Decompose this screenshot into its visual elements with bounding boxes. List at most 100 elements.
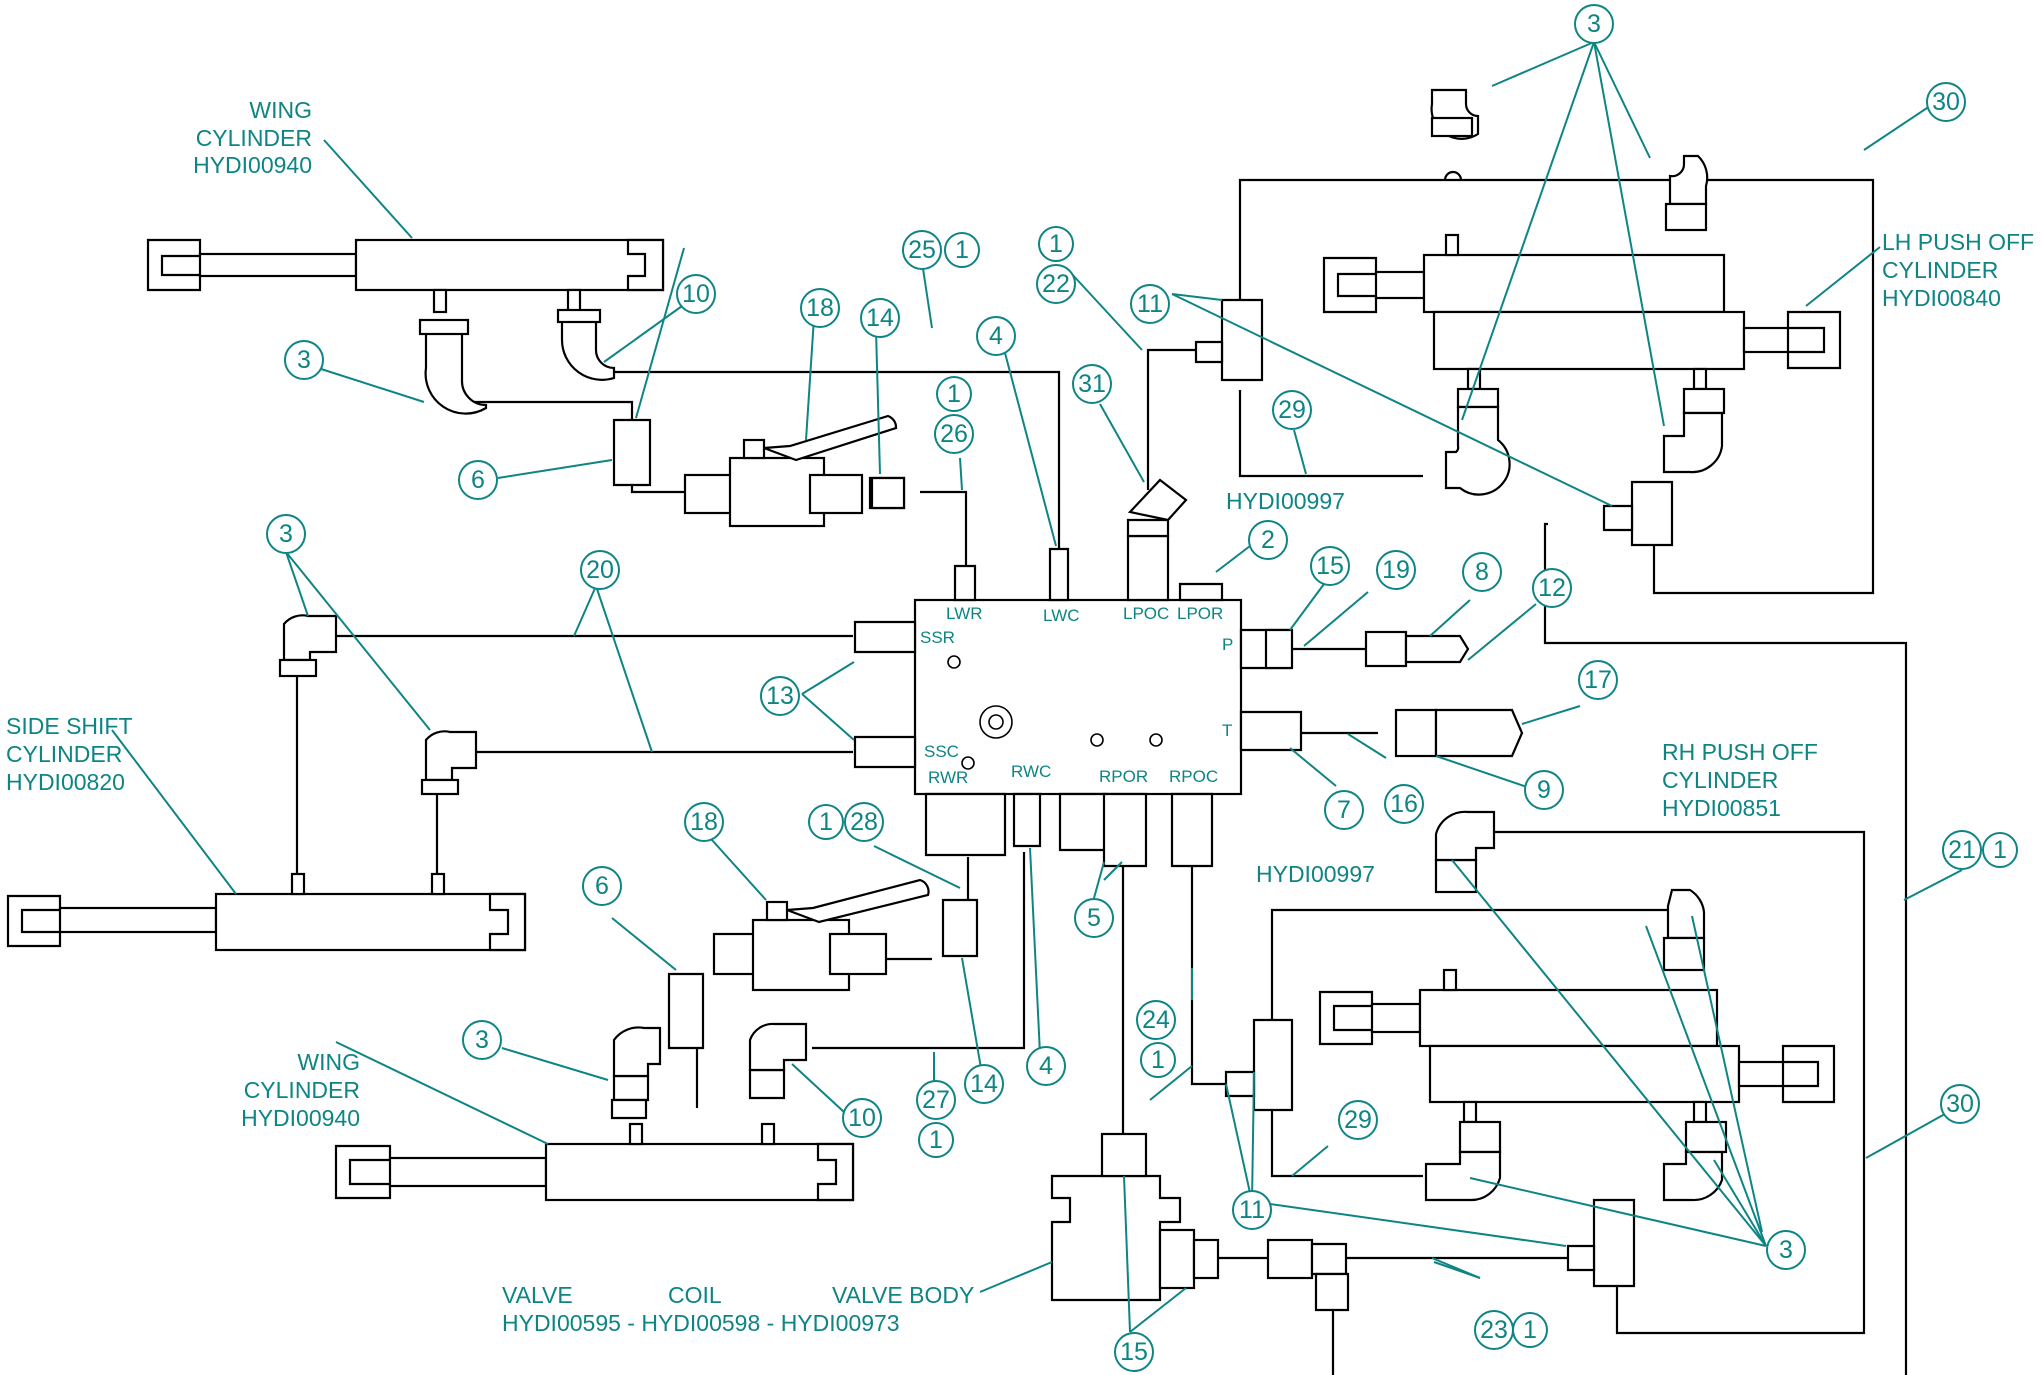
svg-text:19: 19 [1382, 556, 1410, 584]
wing-cylinder-top [146, 238, 665, 314]
balloon: 8 [1462, 552, 1502, 592]
balloon: 5 [1074, 898, 1114, 938]
balloon: 10 [676, 274, 716, 314]
svg-text:12: 12 [1538, 574, 1566, 602]
svg-text:3: 3 [297, 346, 311, 374]
balloon: 18 [800, 288, 840, 328]
label-side-shift-3: HYDI00820 [6, 769, 125, 795]
balloon: 3 [462, 1020, 502, 1060]
label-rh-push-3: HYDI00851 [1662, 795, 1781, 821]
svg-text:22: 22 [1042, 270, 1070, 298]
balloon: 6 [582, 866, 622, 906]
port-rwc: RWC [1011, 762, 1051, 781]
hose-lines [295, 170, 1908, 1375]
label-wing-bot-2: CYLINDER [244, 1077, 360, 1103]
svg-text:31: 31 [1078, 370, 1106, 398]
balloon: 19 [1376, 550, 1416, 590]
balloon: 12 [1532, 568, 1572, 608]
balloon: 1 [1982, 832, 2018, 868]
svg-text:8: 8 [1475, 558, 1489, 586]
balloon: 30 [1940, 1084, 1980, 1124]
svg-text:1: 1 [1523, 1316, 1537, 1344]
balloon: 11 [1232, 1190, 1272, 1230]
port-rpor: RPOR [1099, 767, 1148, 786]
svg-text:24: 24 [1142, 1006, 1170, 1034]
balloon: 20 [580, 550, 620, 590]
svg-text:20: 20 [586, 556, 614, 584]
balloon: 1 [1140, 1042, 1176, 1078]
label-wing-top-2: CYLINDER [196, 125, 312, 151]
balloon: 4 [976, 316, 1016, 356]
balloon: 17 [1578, 660, 1618, 700]
manifold-block [853, 534, 1303, 868]
balloon: 30 [1926, 82, 1966, 122]
svg-text:7: 7 [1337, 796, 1351, 824]
svg-text:1: 1 [947, 380, 961, 408]
balloon: 22 [1036, 264, 1076, 304]
balloon: 11 [1130, 284, 1170, 324]
port-p: P [1222, 635, 1233, 654]
side-shift-cylinder [6, 872, 527, 952]
balloon: 6 [458, 460, 498, 500]
balloon: 28 [844, 802, 884, 842]
label-hyd-top: HYDI00997 [1226, 488, 1345, 514]
port-labels: LWR LWC LPOC LPOR SSR SSC P T RWR RWC RP… [920, 604, 1233, 787]
svg-text:3: 3 [1587, 10, 1601, 38]
svg-text:9: 9 [1537, 776, 1551, 804]
svg-text:11: 11 [1137, 290, 1163, 318]
balloon: 29 [1272, 390, 1312, 430]
wing-cylinder-bottom [334, 1122, 855, 1202]
svg-text:1: 1 [819, 808, 833, 836]
svg-text:14: 14 [866, 304, 894, 332]
port-lwr: LWR [946, 604, 983, 623]
balloon: 18 [684, 802, 724, 842]
leader-lines [111, 41, 1963, 1333]
svg-text:3: 3 [279, 520, 293, 548]
label-valve-hdr-1: VALVE [502, 1282, 573, 1308]
balloon: 13 [760, 676, 800, 716]
svg-text:5: 5 [1087, 904, 1101, 932]
label-lh-push-3: HYDI00840 [1882, 285, 2001, 311]
label-valve-hdr-3: VALVE BODY [832, 1282, 974, 1308]
balloon: 9 [1524, 770, 1564, 810]
svg-text:10: 10 [848, 1104, 876, 1132]
balloon: 3 [284, 340, 324, 380]
svg-text:18: 18 [806, 294, 834, 322]
balloon: 10 [842, 1098, 882, 1138]
label-rh-push-2: CYLINDER [1662, 767, 1778, 793]
balloon: 29 [1338, 1100, 1378, 1140]
svg-text:15: 15 [1120, 1338, 1148, 1366]
svg-text:6: 6 [595, 872, 609, 900]
svg-text:3: 3 [475, 1026, 489, 1054]
balloon: 7 [1324, 790, 1364, 830]
svg-text:25: 25 [908, 236, 936, 264]
balloon: 23 [1474, 1310, 1514, 1350]
port-rpoc: RPOC [1169, 767, 1218, 786]
balloon: 3 [1574, 4, 1614, 44]
ball-valve-bottom [712, 878, 930, 992]
label-wing-bot-3: HYDI00940 [241, 1105, 360, 1131]
rh-push-off-cylinder [1318, 968, 1836, 1124]
svg-text:27: 27 [922, 1086, 950, 1114]
label-lh-push-1: LH PUSH OFF [1882, 229, 2034, 255]
svg-text:1: 1 [1049, 230, 1063, 258]
label-wing-top-3: HYDI00940 [193, 152, 312, 178]
port-t: T [1222, 721, 1232, 740]
label-hyd-mid: HYDI00997 [1256, 861, 1375, 887]
balloon: 15 [1310, 546, 1350, 586]
svg-text:26: 26 [940, 420, 968, 448]
svg-text:29: 29 [1344, 1106, 1372, 1134]
label-side-shift-2: CYLINDER [6, 741, 122, 767]
svg-text:1: 1 [929, 1126, 943, 1154]
svg-text:29: 29 [1278, 396, 1306, 424]
svg-text:28: 28 [850, 808, 878, 836]
port-ssc: SSC [924, 742, 959, 761]
balloon: 16 [1384, 784, 1424, 824]
balloon: 1 [808, 804, 844, 840]
item-balloons: 3 30 1 22 25 1 10 18 14 4 11 3 1 26 31 2… [266, 4, 2018, 1372]
label-rh-push-1: RH PUSH OFF [1662, 739, 1818, 765]
svg-text:3: 3 [1779, 1236, 1793, 1264]
port-lwc: LWC [1043, 606, 1080, 625]
port-ssr: SSR [920, 628, 955, 647]
balloon: 14 [964, 1064, 1004, 1104]
